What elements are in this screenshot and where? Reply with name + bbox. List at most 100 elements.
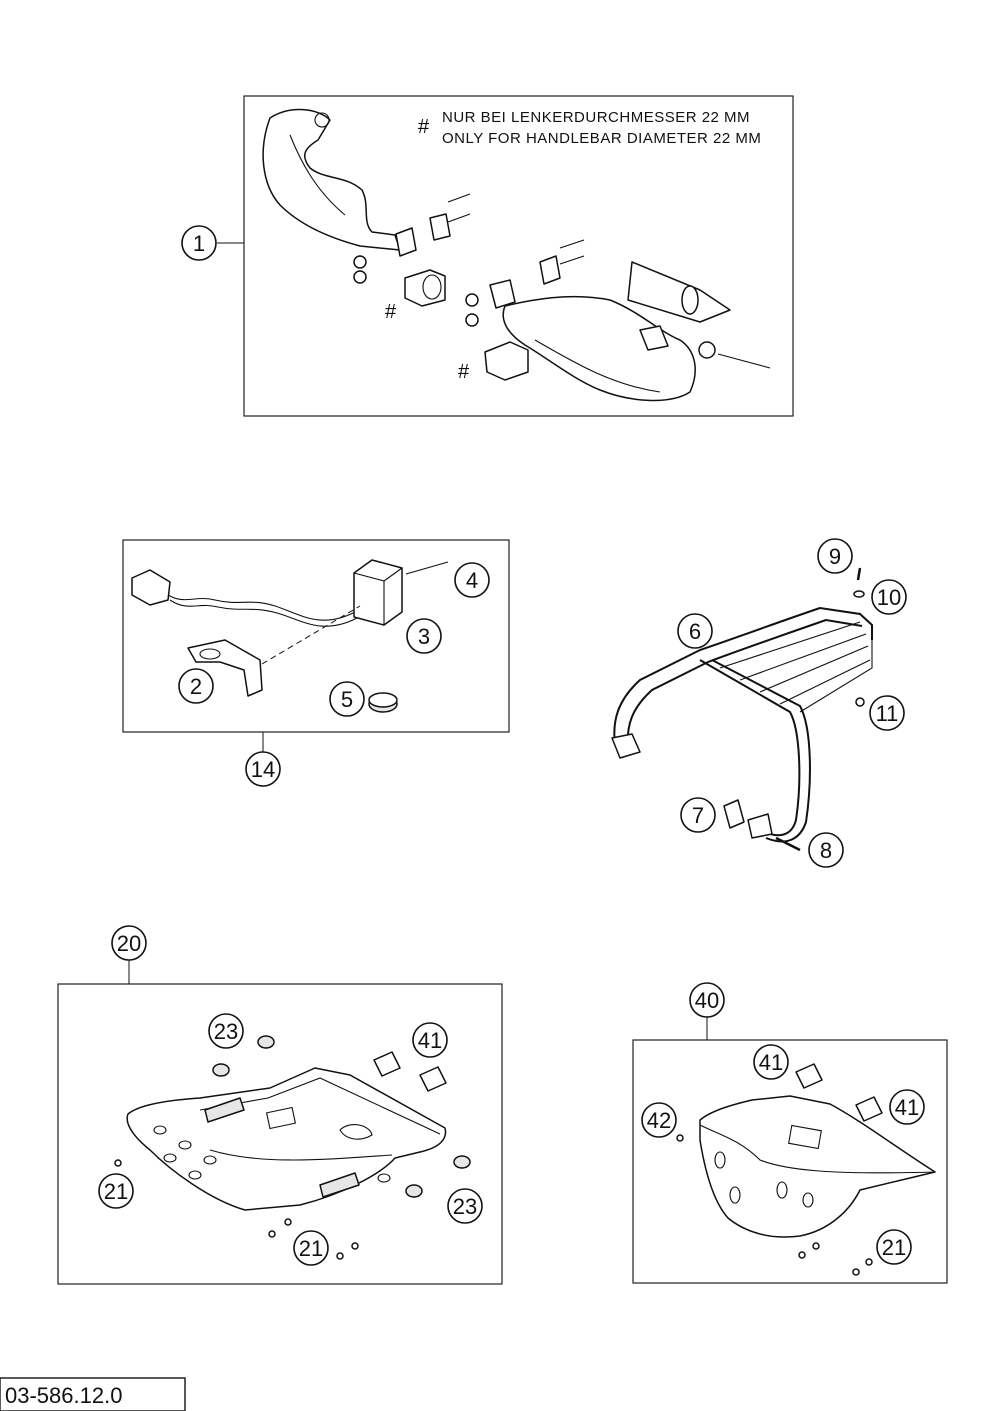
screw-3 xyxy=(284,1218,292,1226)
skid-hole-5 xyxy=(188,1170,202,1180)
carrier-washer xyxy=(853,590,865,598)
skid-plate-slot xyxy=(339,1124,373,1140)
callout-7-label: 7 xyxy=(692,803,704,828)
indicator-group: 4 3 2 5 14 xyxy=(122,539,510,787)
left-spacer xyxy=(404,269,446,307)
callout-40-bubble xyxy=(689,982,725,1018)
indicator-box xyxy=(353,559,403,626)
left-nut-2 xyxy=(353,270,367,284)
carrier-rail-right-inner xyxy=(711,659,811,843)
engine-guard-plate xyxy=(788,1124,822,1150)
callout-20-bubble xyxy=(111,925,147,961)
screw-9 xyxy=(852,1268,860,1276)
callout-21b-bubble xyxy=(293,1230,329,1266)
right-clamp xyxy=(489,279,516,309)
buffer-2 xyxy=(257,1035,275,1049)
indicator-wire xyxy=(167,594,373,621)
callout-1-label: 1 xyxy=(193,231,205,256)
callout-41c-label: 41 xyxy=(895,1095,919,1120)
callout-7-bubble xyxy=(680,797,716,833)
guard-hole-1 xyxy=(714,1151,726,1169)
callout-9-label: 9 xyxy=(829,544,841,569)
callout-5-bubble xyxy=(329,681,365,717)
reference-frame xyxy=(0,1377,186,1411)
right-nut-2 xyxy=(465,313,479,327)
buffer-4 xyxy=(405,1184,423,1198)
callout-11-bubble xyxy=(869,695,905,731)
right-bolt-2 xyxy=(559,255,585,265)
callout-23b-bubble xyxy=(447,1188,483,1224)
skid-plate-group: 20 23 41 21 23 21 xyxy=(57,925,503,1285)
right-clamp-upper xyxy=(539,255,561,285)
engine-guard-group: 40 41 41 42 21 xyxy=(632,982,948,1284)
callout-4-bubble xyxy=(454,562,490,598)
callout-2-bubble xyxy=(178,668,214,704)
hash-mark-2: # xyxy=(458,361,470,383)
bracket-slot xyxy=(199,648,221,660)
indicator-screw xyxy=(405,561,449,575)
skid-plate-plate xyxy=(265,1106,297,1130)
carrier-slats xyxy=(719,621,873,713)
callout-8-bubble xyxy=(808,832,844,868)
indicator-box-edges xyxy=(353,567,403,625)
callout-23b-label: 23 xyxy=(453,1194,477,1219)
callout-6-label: 6 xyxy=(689,619,701,644)
engine-guard xyxy=(699,1095,936,1238)
callout-14-label: 14 xyxy=(251,757,275,782)
guard-hole-2 xyxy=(729,1186,741,1204)
bar-end-washer xyxy=(698,341,716,359)
indicator-wire-2 xyxy=(169,599,358,627)
carrier-left-end xyxy=(611,733,641,759)
callout-41b-bubble xyxy=(753,1044,789,1080)
callout-11-label: 11 xyxy=(876,701,899,726)
reference-number: 03-586.12.0 xyxy=(5,1383,122,1408)
left-clamp xyxy=(395,227,417,257)
skid-logo-2 xyxy=(319,1172,360,1198)
screw-2 xyxy=(268,1230,276,1238)
guard-hole-4 xyxy=(802,1192,814,1208)
screw-4 xyxy=(336,1252,344,1260)
callout-21c-label: 21 xyxy=(882,1235,906,1260)
callout-42-bubble xyxy=(641,1102,677,1138)
callout-10-bubble xyxy=(871,579,907,615)
bar-end-bolt xyxy=(717,353,771,369)
right-handguard-edge xyxy=(534,339,661,393)
carrier-right-end xyxy=(747,813,773,839)
callout-42-label: 42 xyxy=(647,1108,671,1133)
skid-hole-6 xyxy=(377,1173,391,1183)
left-handguard-edge xyxy=(289,134,346,216)
callout-23a-label: 23 xyxy=(214,1019,238,1044)
callout-21a-bubble xyxy=(98,1173,134,1209)
callout-3-bubble xyxy=(406,618,442,654)
callout-9-bubble xyxy=(817,538,853,574)
screw-1 xyxy=(114,1159,122,1167)
skid-hole-1 xyxy=(153,1125,167,1135)
handguard-group: # NUR BEI LENKERDURCHMESSER 22 MM ONLY F… xyxy=(181,95,794,417)
callout-40-label: 40 xyxy=(695,988,719,1013)
handlebar-grip xyxy=(627,261,731,323)
skid-plate xyxy=(126,1067,447,1211)
hash-mark-1: # xyxy=(385,301,397,323)
left-handguard xyxy=(262,108,401,251)
callout-6-bubble xyxy=(677,613,713,649)
callout-3-label: 3 xyxy=(418,624,430,649)
carrier-bolt xyxy=(775,836,801,852)
callout-21b-label: 21 xyxy=(299,1236,323,1261)
indicator-bracket xyxy=(187,639,263,697)
carrier-rail-right xyxy=(699,659,801,837)
screw-6 xyxy=(676,1134,684,1142)
skid-logo-1 xyxy=(204,1097,245,1123)
note-line-1: NUR BEI LENKERDURCHMESSER 22 MM xyxy=(442,109,750,126)
reference-box: 03-586.12.0 xyxy=(0,1377,186,1411)
skid-plate-frame xyxy=(57,983,503,1285)
callout-8-label: 8 xyxy=(820,838,832,863)
callout-4-label: 4 xyxy=(466,568,478,593)
bracket-guide-line xyxy=(261,605,361,665)
screw-10 xyxy=(865,1258,873,1266)
skid-hole-2 xyxy=(178,1140,192,1150)
connector-plug xyxy=(131,569,171,606)
callout-41a-label: 41 xyxy=(418,1028,442,1053)
guard-hole-3 xyxy=(776,1181,788,1199)
skid-hole-3 xyxy=(203,1155,217,1165)
carrier-screw xyxy=(856,567,862,581)
